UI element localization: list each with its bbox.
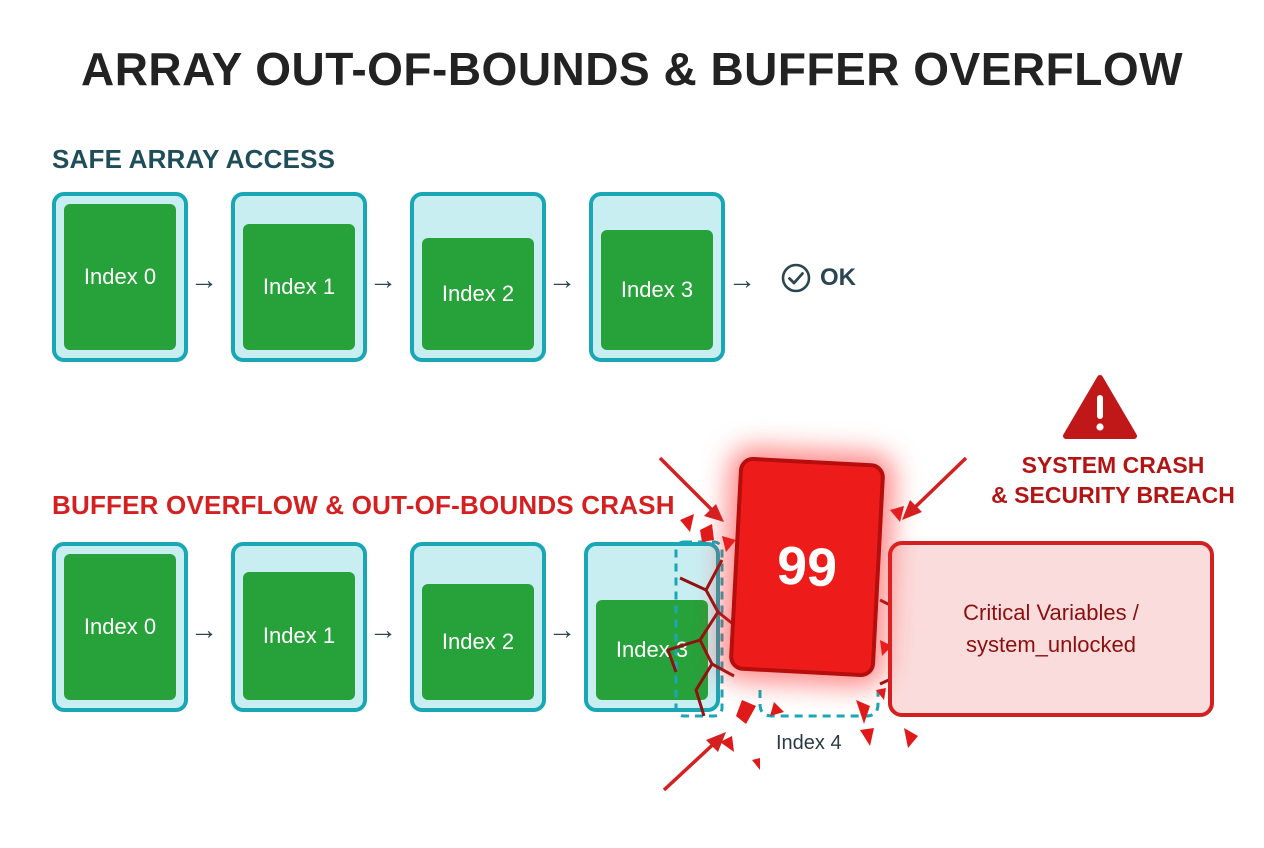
critical-variables-box: Critical Variables / system_unlocked bbox=[888, 541, 1214, 717]
safe-cell-3: Index 3 bbox=[589, 192, 725, 362]
arrow-right-icon: → bbox=[190, 614, 218, 645]
warning-triangle-icon bbox=[1063, 375, 1137, 439]
safe-cell-label: Index 3 bbox=[620, 277, 694, 302]
arrow-right-icon: → bbox=[548, 614, 576, 645]
system-crash-alert: SYSTEM CRASH & SECURITY BREACH bbox=[968, 450, 1258, 510]
safe-cell-0: Index 0 bbox=[52, 192, 188, 362]
safe-section-label: SAFE ARRAY ACCESS bbox=[52, 144, 336, 174]
ok-result: OK bbox=[780, 262, 856, 294]
safe-cell-2: Index 2 bbox=[410, 192, 546, 362]
crash-cell-1: Index 1 bbox=[231, 542, 367, 712]
overflow-boundary-outline bbox=[674, 540, 724, 718]
critical-line-2: system_unlocked bbox=[966, 632, 1136, 657]
ok-label: OK bbox=[820, 264, 856, 291]
crash-cell-label: Index 1 bbox=[262, 623, 336, 648]
safe-cell-label: Index 2 bbox=[441, 281, 515, 306]
impact-arrows bbox=[658, 456, 968, 792]
check-circle-icon bbox=[781, 263, 811, 293]
index4-slot-outline bbox=[758, 690, 880, 718]
crash-cell-2: Index 2 bbox=[410, 542, 546, 712]
diagram-title: ARRAY OUT-OF-BOUNDS & BUFFER OVERFLOW bbox=[80, 43, 1184, 95]
crash-cell-0: Index 0 bbox=[52, 542, 188, 712]
safe-cell-label: Index 1 bbox=[262, 274, 336, 299]
overflow-value: 99 bbox=[775, 535, 839, 599]
crash-cell-3: Index 3 bbox=[584, 542, 720, 712]
safe-cell-1: Index 1 bbox=[231, 192, 367, 362]
crash-section-label: BUFFER OVERFLOW & OUT-OF-BOUNDS CRASH bbox=[52, 490, 675, 520]
crack-left bbox=[666, 559, 739, 717]
safe-cell-label: Index 0 bbox=[83, 264, 157, 289]
arrow-right-icon: → bbox=[190, 264, 218, 295]
crash-cell-label: Index 2 bbox=[441, 629, 515, 654]
arrow-right-icon: → bbox=[369, 264, 397, 295]
index4-label: Index 4 bbox=[776, 732, 842, 754]
crash-cell-label: Index 0 bbox=[83, 614, 157, 639]
critical-line-1: Critical Variables / bbox=[963, 600, 1139, 625]
arrow-right-icon: → bbox=[728, 264, 756, 295]
arrow-right-icon: → bbox=[369, 614, 397, 645]
overflow-value-block: 99 bbox=[728, 456, 886, 678]
alert-line-1: SYSTEM CRASH bbox=[1021, 452, 1205, 478]
alert-line-2: & SECURITY BREACH bbox=[991, 482, 1235, 508]
arrow-right-icon: → bbox=[548, 264, 576, 295]
